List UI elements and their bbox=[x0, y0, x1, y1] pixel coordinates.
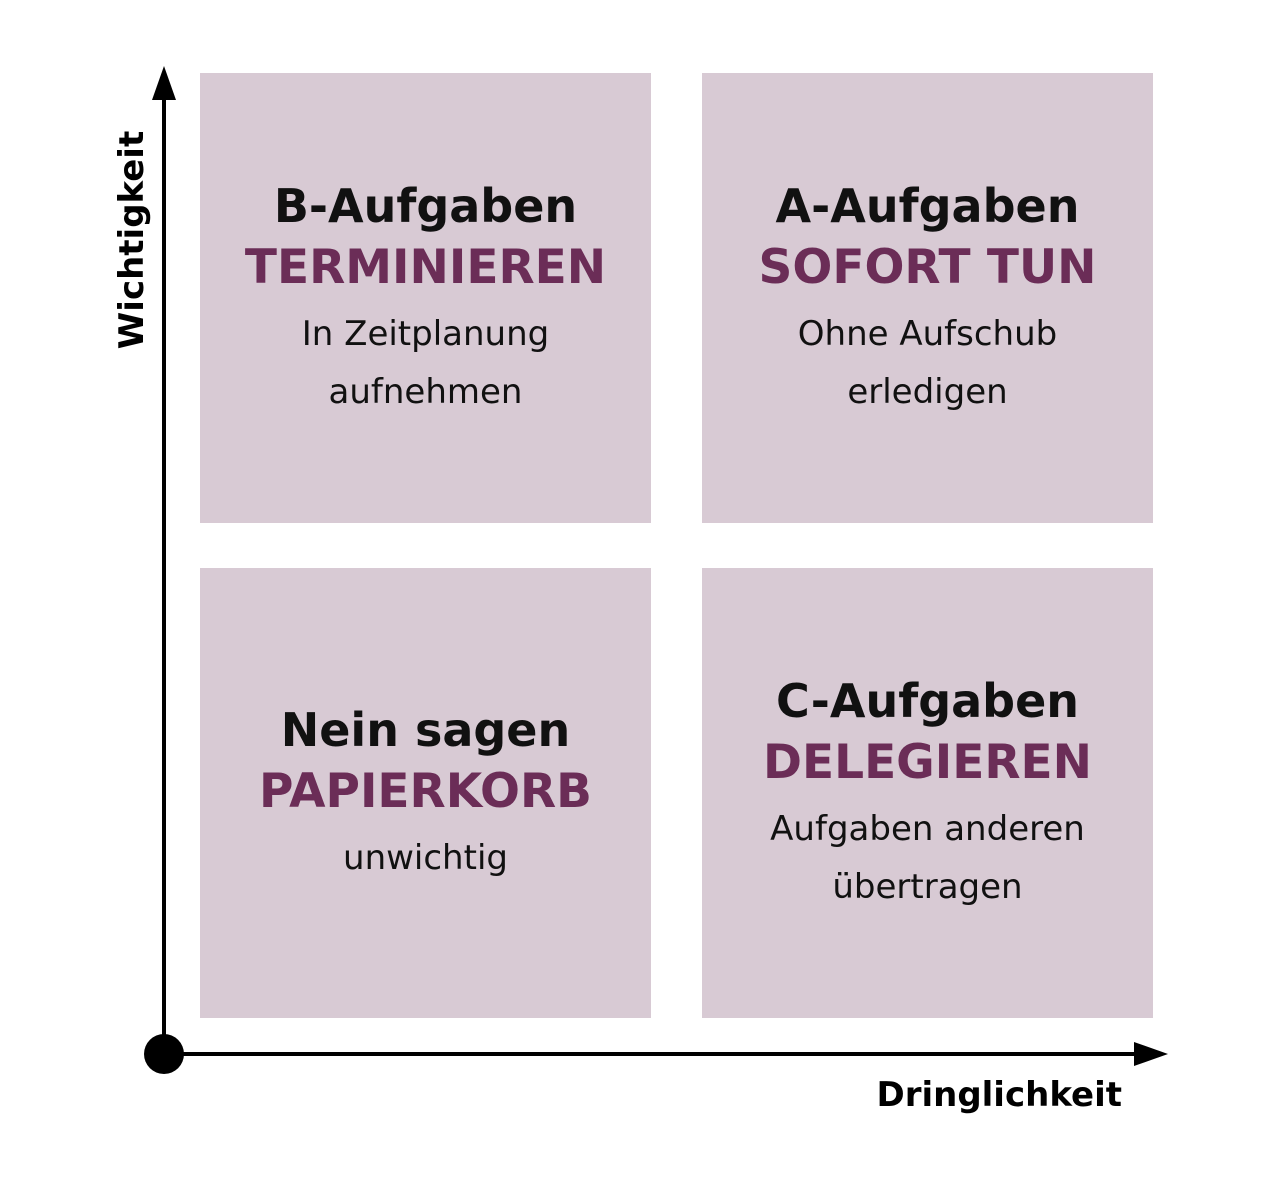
quadrant-a-tasks: A-Aufgaben SOFORT TUN Ohne Aufschub erle… bbox=[702, 73, 1153, 523]
y-axis-arrow-icon bbox=[152, 66, 176, 100]
x-axis-label: Dringlichkeit bbox=[876, 1075, 1122, 1115]
quadrant-say-no: Nein sagen PAPIERKORB unwichtig bbox=[200, 568, 651, 1018]
y-axis-label: Wichtigkeit bbox=[112, 130, 152, 350]
quadrant-action: PAPIERKORB bbox=[258, 764, 593, 819]
quadrant-title: B-Aufgaben bbox=[273, 179, 578, 233]
quadrant-action: SOFORT TUN bbox=[758, 240, 1097, 295]
quadrant-c-tasks: C-Aufgaben DELEGIEREN Aufgaben anderen ü… bbox=[702, 568, 1153, 1018]
quadrant-title: A-Aufgaben bbox=[775, 179, 1080, 233]
quadrant-desc: Ohne Aufschub bbox=[797, 314, 1058, 354]
quadrant-action: DELEGIEREN bbox=[763, 735, 1092, 790]
quadrant-desc: In Zeitplanung bbox=[301, 314, 550, 354]
quadrant-title: Nein sagen bbox=[280, 703, 571, 757]
quadrant-title: C-Aufgaben bbox=[775, 674, 1080, 728]
quadrant-action: TERMINIEREN bbox=[244, 240, 607, 295]
x-axis-arrow-icon bbox=[1134, 1042, 1168, 1066]
quadrant-desc: übertragen bbox=[832, 867, 1023, 907]
origin-dot bbox=[144, 1034, 184, 1074]
quadrant-desc: aufnehmen bbox=[328, 372, 523, 412]
quadrant-b-tasks: B-Aufgaben TERMINIEREN In Zeitplanung au… bbox=[200, 73, 651, 523]
quadrant-desc: unwichtig bbox=[343, 838, 508, 878]
quadrant-desc: Aufgaben anderen bbox=[770, 809, 1085, 849]
quadrant-desc: erledigen bbox=[847, 372, 1008, 412]
